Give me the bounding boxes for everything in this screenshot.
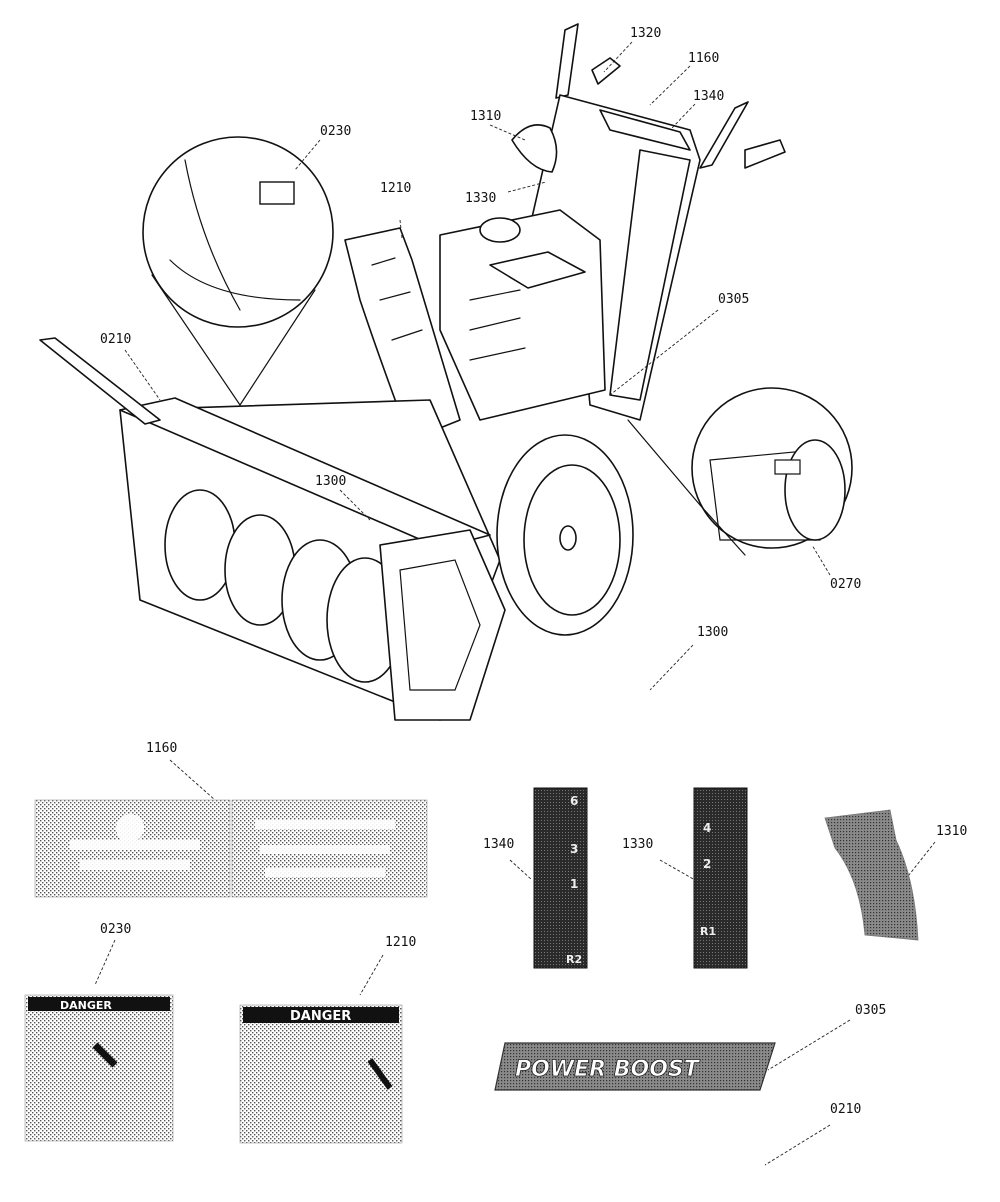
callout-1310-decal: 1310	[936, 824, 967, 839]
speed-1340-6: 6	[570, 794, 578, 808]
callout-1300-decal: 1300	[697, 625, 728, 640]
callout-0210: 0210	[100, 332, 131, 347]
callout-1160-decal: 1160	[146, 741, 177, 756]
callout-0210-decal: 0210	[830, 1102, 861, 1117]
callout-0230: 0230	[320, 124, 351, 139]
speed-1340-1: 1	[570, 877, 578, 891]
speed-1340-3: 3	[570, 842, 578, 856]
decal-1310	[824, 809, 919, 941]
decal-1210: DANGER	[239, 1004, 403, 1144]
callout-1330-decal: 1330	[622, 837, 653, 852]
decal-1340: 6 3 1 R2	[533, 787, 588, 969]
callout-1160: 1160	[688, 51, 719, 66]
callout-1210: 1210	[380, 181, 411, 196]
callout-1330: 1330	[465, 191, 496, 206]
danger-label-large: DANGER	[290, 1009, 351, 1024]
callout-1340-decal: 1340	[483, 837, 514, 852]
detail-magnifier-right	[627, 387, 853, 556]
callout-1300-machine: 1300	[315, 474, 346, 489]
detail-magnifier-left	[142, 136, 334, 407]
speed-1330-4: 4	[703, 821, 711, 835]
power-boost-label: POWER BOOST	[515, 1057, 701, 1082]
callout-1310: 1310	[470, 109, 501, 124]
callout-1210-decal: 1210	[385, 935, 416, 950]
callouts-machine: 1320 1160 1340 1310 0230 1210 1330 0305 …	[100, 26, 861, 592]
speed-1340-r2: R2	[566, 953, 582, 966]
decal-0230: DANGER	[24, 994, 174, 1142]
danger-label-small: DANGER	[60, 999, 112, 1012]
callout-1340: 1340	[693, 89, 724, 104]
snow-blower-illustration	[39, 23, 786, 721]
callout-1320: 1320	[630, 26, 661, 41]
callout-0305: 0305	[718, 292, 749, 307]
decal-1330: 4 2 R1	[693, 787, 748, 969]
decals: 1300 1160 1340 6 3 1 R2	[24, 625, 967, 1166]
decal-1160	[34, 799, 428, 898]
callout-0305-decal: 0305	[855, 1003, 886, 1018]
callout-0270: 0270	[830, 577, 861, 592]
decal-0305: POWER BOOST	[494, 1042, 776, 1091]
callout-0230-decal: 0230	[100, 922, 131, 937]
speed-1330-2: 2	[703, 857, 711, 871]
speed-1330-r1: R1	[700, 925, 716, 938]
